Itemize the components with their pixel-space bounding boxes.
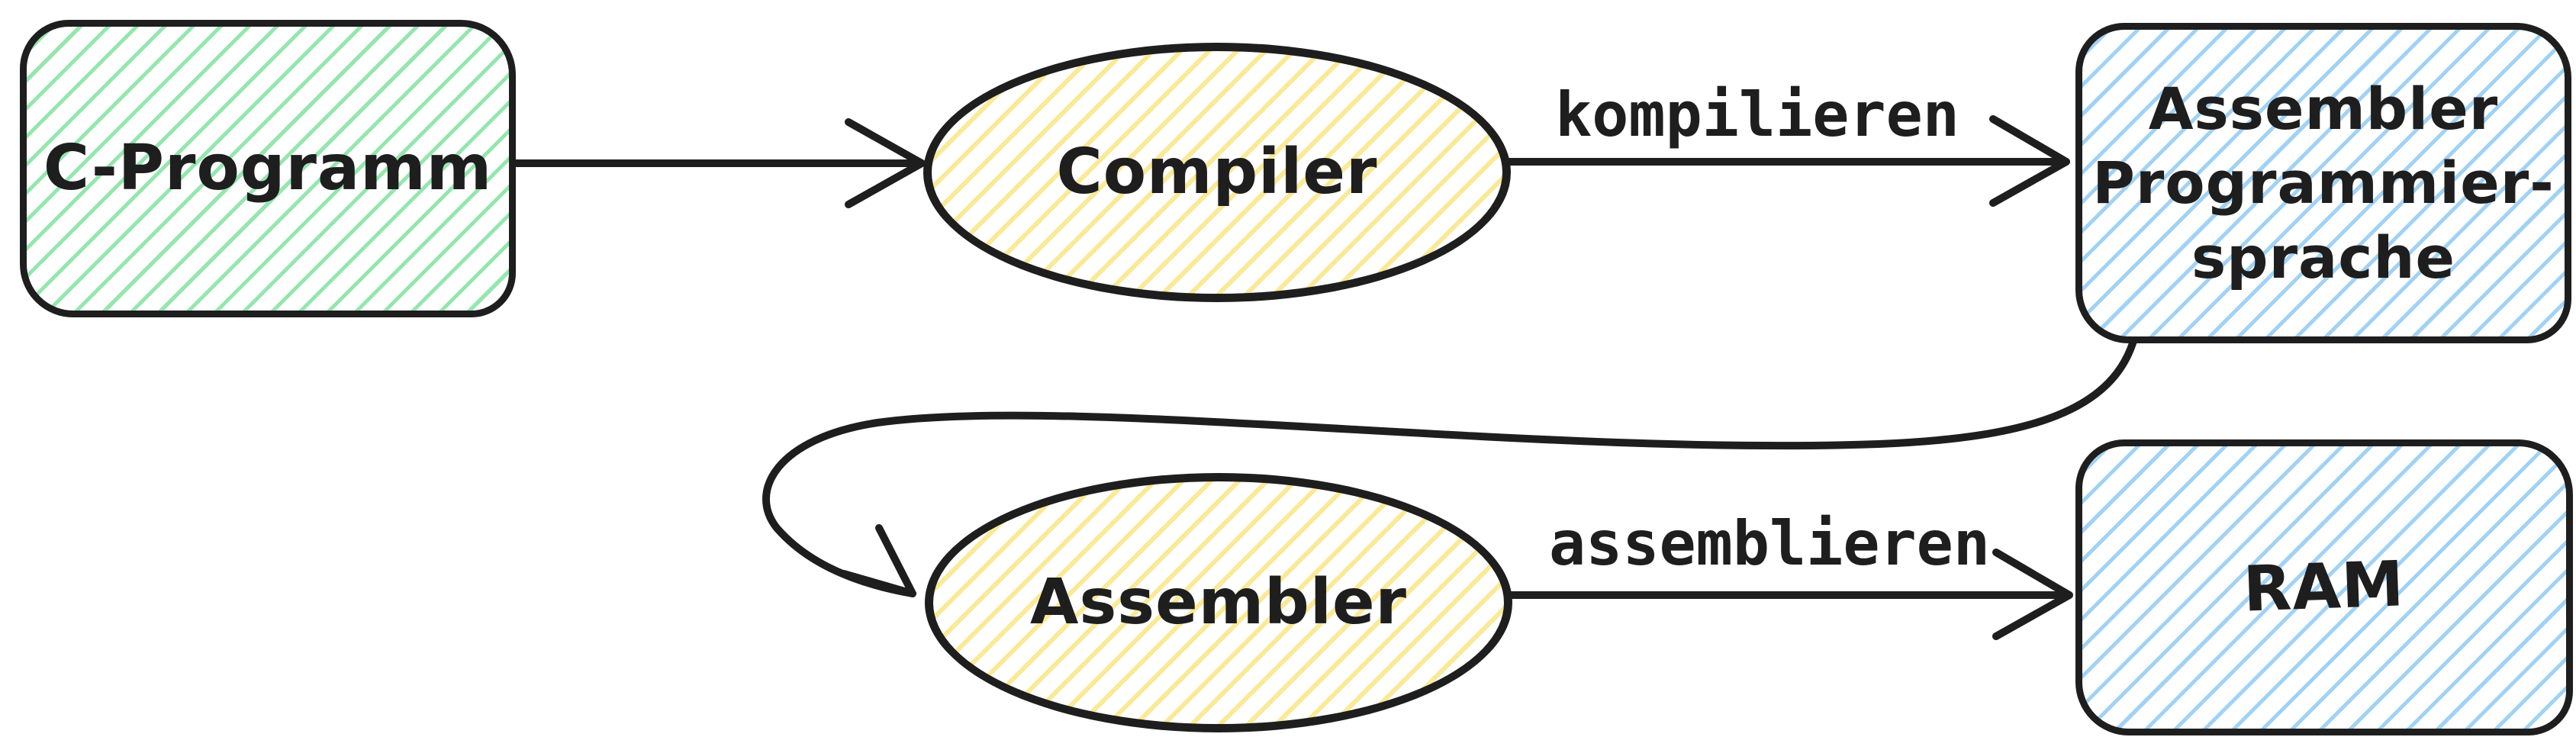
edge-label-assemblieren: assemblieren bbox=[1549, 508, 1990, 579]
edge-line bbox=[762, 332, 2139, 597]
arrowhead-icon bbox=[1992, 549, 2073, 640]
node-assembler[interactable]: Assembler bbox=[925, 473, 1512, 732]
node-compiler[interactable]: Compiler bbox=[923, 43, 1511, 302]
edge-assembler-to-ram[interactable] bbox=[1489, 549, 2073, 640]
arrowhead-icon bbox=[845, 118, 926, 208]
label-line-2: Programmier- bbox=[2092, 149, 2555, 217]
node-assembler-label: Assembler bbox=[1030, 565, 1407, 639]
arrowhead-icon bbox=[1989, 115, 2070, 207]
node-ram[interactable]: RAM bbox=[2075, 439, 2573, 735]
node-compiler-label: Compiler bbox=[1056, 135, 1378, 208]
edge-compiler-to-asmsprache[interactable] bbox=[1487, 115, 2070, 207]
node-ram-label: RAM bbox=[2242, 547, 2407, 626]
node-c-programm[interactable]: C-Programm bbox=[20, 20, 516, 317]
node-assembler-programmiersprache[interactable]: Assembler Programmier- sprache bbox=[2075, 23, 2571, 343]
node-assembler-programmiersprache-label: Assembler Programmier- sprache bbox=[2092, 72, 2555, 294]
label-line-1: Assembler bbox=[2148, 75, 2499, 143]
arrowhead-icon bbox=[840, 524, 916, 597]
node-c-programm-label: C-Programm bbox=[43, 131, 493, 204]
edge-cprogramm-to-compiler[interactable] bbox=[503, 118, 926, 208]
edge-asmsprache-to-assembler[interactable] bbox=[762, 332, 2139, 597]
edge-label-kompilieren: kompilieren bbox=[1555, 79, 1959, 150]
label-line-3: sprache bbox=[2191, 223, 2456, 291]
